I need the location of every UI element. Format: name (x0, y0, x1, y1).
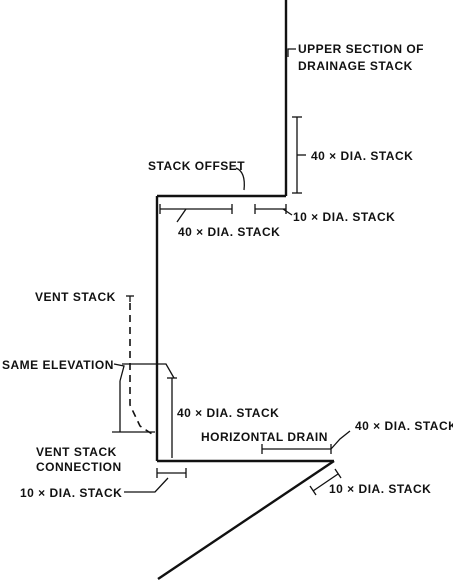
drainage-pipe (155, 0, 335, 580)
label-drain-40-dim: 40 × DIA. STACK (355, 419, 453, 433)
offset-left-dimension (159, 204, 233, 223)
label-horizontal-drain: HORIZONTAL DRAIN (201, 430, 328, 444)
label-upper-section-1: UPPER SECTION OF (298, 42, 424, 56)
label-lower-vertical-dim: 40 × DIA. STACK (177, 406, 279, 420)
label-stack-offset: STACK OFFSET (148, 159, 245, 173)
label-offset-right-dim: 10 × DIA. STACK (293, 210, 395, 224)
label-drain-10-dim: 10 × DIA. STACK (329, 482, 431, 496)
label-bottom-10-dim: 10 × DIA. STACK (20, 486, 122, 500)
label-same-elevation: SAME ELEVATION (2, 358, 114, 372)
drain-10-dimension (309, 468, 342, 496)
sloped-drain-pipe (157, 460, 335, 580)
label-vent-connection-1: VENT STACK (36, 445, 117, 459)
upper-dimension (292, 116, 306, 194)
vent-stack (126, 295, 153, 435)
upper-section-leader (287, 48, 296, 57)
same-elevation-marks (113, 363, 175, 432)
offset-right-dimension (254, 204, 293, 216)
label-upper-dim: 40 × DIA. STACK (311, 149, 413, 163)
label-offset-left-dim: 40 × DIA. STACK (178, 225, 280, 239)
drain-40-dimension (261, 430, 351, 454)
label-vent-connection-2: CONNECTION (36, 460, 122, 474)
label-upper-section-2: DRAINAGE STACK (298, 59, 413, 73)
stack-offset-leader (235, 167, 245, 191)
lower-vertical-dimension (167, 377, 177, 458)
label-vent-stack: VENT STACK (35, 290, 116, 304)
bottom-10-dimension (124, 468, 187, 493)
